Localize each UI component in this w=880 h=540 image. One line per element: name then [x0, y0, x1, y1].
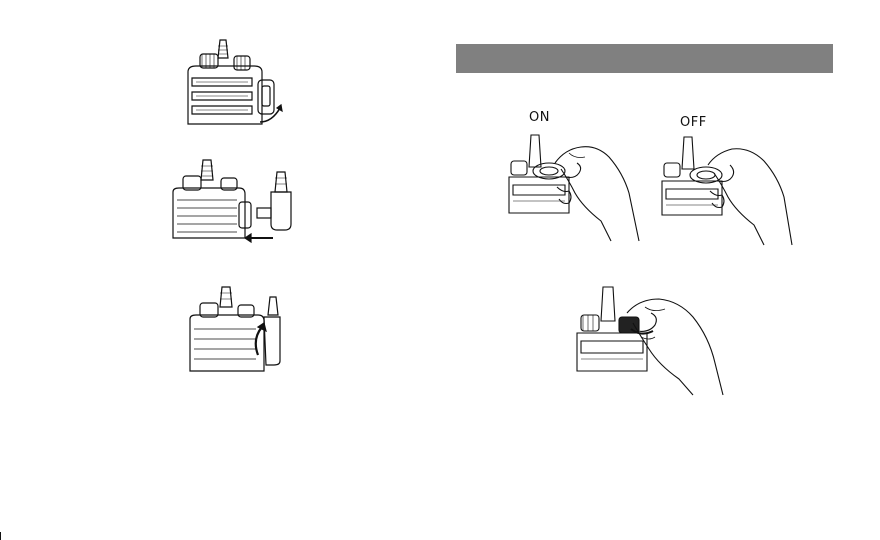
- section-header-bar: [456, 44, 833, 73]
- power-off-figure: [660, 135, 796, 247]
- volume-adjust-figure: [575, 285, 727, 397]
- hand-turn-knob-on-icon: [505, 133, 641, 245]
- hand-turn-knob-volume-icon: [575, 285, 727, 397]
- hand-turn-knob-off-icon: [660, 135, 796, 247]
- on-label: ON: [529, 110, 550, 125]
- power-on-figure: [505, 133, 641, 245]
- side-cover-rotate-figure: [182, 38, 286, 130]
- off-label: OFF: [680, 115, 707, 130]
- accessory-plug-fasten-figure: [186, 285, 288, 375]
- accessory-plug-insert-figure: [165, 158, 301, 244]
- radio-accessory-insert-icon: [165, 158, 301, 244]
- radio-accessory-fasten-icon: [186, 285, 288, 375]
- page-corner-mark: [0, 532, 9, 540]
- radio-side-cover-icon: [182, 38, 286, 130]
